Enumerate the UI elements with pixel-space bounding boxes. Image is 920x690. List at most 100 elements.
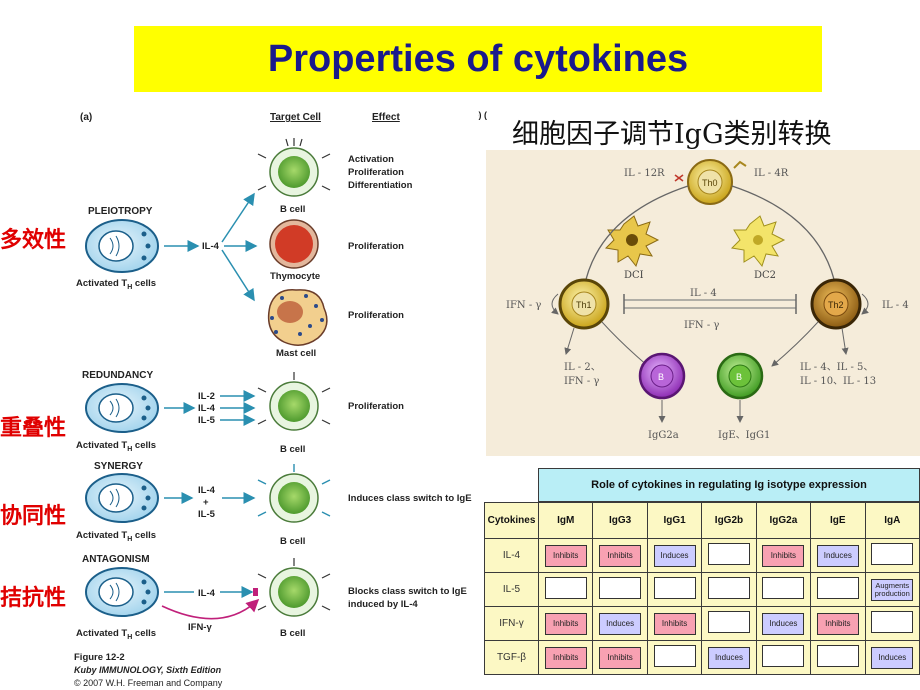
row-label-il4: IL-4 — [484, 538, 539, 573]
cell-tgf-igg2a — [762, 645, 805, 667]
cell-tgf-igg3: Inhibits — [599, 646, 642, 669]
header-cytokines: Cytokines — [484, 502, 539, 539]
th-cell-synergy — [85, 473, 159, 523]
cell-il4-ige: Induces — [816, 544, 859, 567]
il4r-label: IL - 4R — [754, 168, 789, 179]
ige-igg1-label: IgE、IgG1 — [718, 430, 770, 441]
il4-right-label: IL - 4 — [882, 300, 909, 311]
il4-redundancy: IL-4 — [198, 403, 216, 414]
th-cell-pleiotropy — [85, 219, 159, 273]
panel-b-label: (b) ( — [478, 110, 487, 120]
b-cell-antagonism — [253, 558, 331, 617]
effect-header: Effect — [372, 112, 400, 123]
cn-figure-title: 细胞因子调节IgG类别转换 — [512, 119, 832, 150]
th-cell-antagonism — [85, 567, 159, 617]
il4-synergy: IL-4 — [198, 485, 216, 496]
figure-b: (b) ( Th0 IL - 12R IL - 4R DCI DC2 Th1 I… — [470, 106, 920, 456]
cell-il5-ige — [816, 577, 859, 599]
header-igm: IgM — [537, 502, 594, 539]
table-row: IL-5 Augments production — [484, 572, 920, 607]
b-green-label: B — [736, 372, 742, 382]
effect-class-switch: Induces class switch to IgE — [348, 493, 472, 504]
dc1-cell — [604, 215, 660, 268]
table-row: TGF-β Inhibits Inhibits Induces Induces — [484, 640, 920, 675]
b-cell-activation — [257, 138, 331, 197]
cell-il4-igg1: Induces — [653, 544, 696, 567]
effect-proliferation-4: Proliferation — [348, 401, 404, 412]
th-label-redundancy: Activated TH cells — [76, 440, 156, 453]
igg2a-label: IgG2a — [648, 430, 679, 441]
th2-out-line2: IL - 10、IL - 13 — [800, 376, 876, 387]
synergy-heading: SYNERGY — [94, 461, 143, 472]
plus-synergy: + — [203, 497, 209, 508]
table-header-row: Cytokines IgM IgG3 IgG1 IgG2b IgG2a IgE … — [484, 502, 920, 539]
effect-proliferation-1: Proliferation — [348, 167, 404, 178]
cell-ifn-igg3: Induces — [599, 612, 642, 635]
th1-label: Th1 — [576, 300, 592, 310]
il4-pleiotropy: IL-4 — [202, 241, 220, 252]
cell-tgf-igm: Inhibits — [544, 646, 587, 669]
caption-copyright: © 2007 W.H. Freeman and Company — [74, 678, 223, 688]
label-pleiotropy-cn: 多效性 — [0, 228, 67, 253]
mast-cell-label: Mast cell — [276, 348, 316, 359]
il4-mid-label: IL - 4 — [690, 288, 717, 299]
header-igg2b: IgG2b — [701, 502, 757, 539]
cell-il5-igg3 — [599, 577, 642, 599]
effect-blocks-line1: Blocks class switch to IgE — [348, 586, 467, 597]
th-label-synergy: Activated TH cells — [76, 530, 156, 543]
panel-a-label: (a) — [80, 112, 92, 123]
ifn-mid-label: IFN - γ — [684, 320, 719, 331]
b-cell-label-4: B cell — [280, 628, 305, 639]
effect-proliferation-3: Proliferation — [348, 310, 404, 321]
cell-il4-igg3: Inhibits — [599, 544, 642, 567]
effect-differentiation: Differentiation — [348, 180, 413, 191]
dc2-cell — [730, 215, 786, 268]
figure-a: (a) Target Cell Effect PLEIOTROPY Activa… — [70, 106, 490, 690]
isotype-table: Role of cytokines in regulating Ig isoty… — [484, 466, 920, 676]
table-row: IL-4 Inhibits Inhibits Induces Inhibits … — [484, 538, 920, 573]
antagonism-heading: ANTAGONISM — [82, 554, 150, 565]
cell-il4-igg2a: Inhibits — [762, 544, 805, 567]
cell-il4-iga — [871, 543, 914, 565]
caption-book: Kuby IMMUNOLOGY, Sixth Edition — [74, 665, 222, 675]
label-redundancy-cn: 重叠性 — [0, 416, 67, 441]
b-cell-label-1: B cell — [280, 204, 305, 215]
b-cell-label-3: B cell — [280, 536, 305, 547]
ifn-left-label: IFN - γ — [506, 300, 541, 311]
cell-tgf-iga: Induces — [871, 646, 914, 669]
cell-il5-igg2a — [762, 577, 805, 599]
cell-il4-igg2b — [707, 543, 750, 565]
cell-il4-igm: Inhibits — [544, 544, 587, 567]
thymocyte-cell — [269, 219, 319, 269]
th1-out-line2: IFN - γ — [564, 376, 599, 387]
th2-out-line1: IL - 4、IL - 5、 — [800, 362, 873, 373]
il4-antagonism: IL-4 — [198, 588, 216, 599]
cell-il5-iga: Augments production — [871, 578, 914, 601]
effect-blocks-line2: induced by IL-4 — [348, 599, 418, 610]
target-cell-header: Target Cell — [270, 112, 321, 123]
isotype-grid: Cytokines IgM IgG3 IgG1 IgG2b IgG2a IgE … — [484, 502, 920, 675]
header-iga: IgA — [864, 502, 920, 539]
title-banner: Properties of cytokines — [134, 26, 822, 92]
cell-ifn-igg2a: Induces — [762, 612, 805, 635]
header-igg3: IgG3 — [592, 502, 648, 539]
cell-ifn-igm: Inhibits — [544, 612, 587, 635]
b-purple-label: B — [658, 372, 664, 382]
cell-il5-igg1 — [653, 577, 696, 599]
ifn-antagonism: IFN-γ — [188, 622, 212, 633]
il5-redundancy: IL-5 — [198, 415, 216, 426]
dc1-label: DCI — [624, 270, 644, 281]
redundancy-heading: REDUNDANCY — [82, 370, 153, 381]
th0-label: Th0 — [702, 178, 718, 188]
cell-ifn-ige: Inhibits — [816, 612, 859, 635]
cell-il5-igg2b — [707, 577, 750, 599]
il5-synergy: IL-5 — [198, 509, 216, 520]
cell-ifn-igg2b — [707, 611, 750, 633]
row-label-tgf: TGF-β — [484, 640, 539, 675]
header-ige: IgE — [810, 502, 866, 539]
row-label-ifn: IFN-γ — [484, 606, 539, 641]
cell-tgf-igg2b: Induces — [707, 646, 750, 669]
header-igg1: IgG1 — [646, 502, 703, 539]
th-label-antagonism: Activated TH cells — [76, 628, 156, 641]
th2-label: Th2 — [828, 300, 844, 310]
